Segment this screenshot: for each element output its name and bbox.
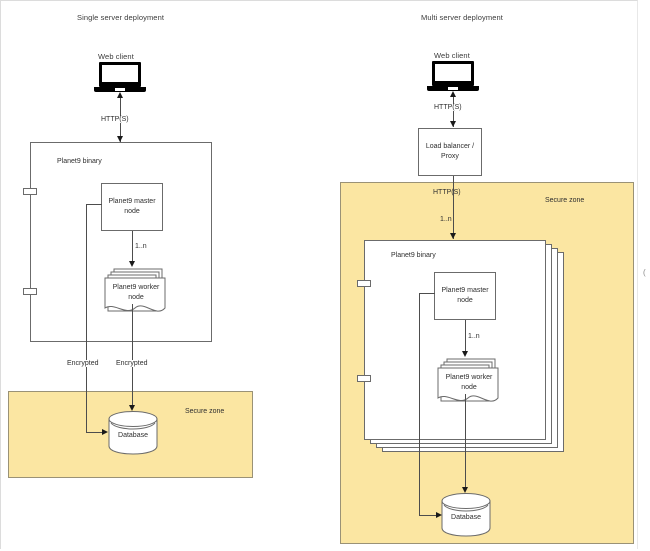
single-master-db-arrow	[102, 428, 108, 435]
multi-secure-zone-label: Secure zone	[545, 197, 585, 204]
single-master-db-vline	[86, 204, 87, 432]
multi-planet9-binary-label: Planet9 binary	[391, 252, 436, 259]
multi-master-db-hline	[419, 515, 437, 516]
single-binary-port-top	[23, 188, 37, 195]
single-worker-node: Planet9 worker node	[104, 264, 168, 316]
single-secure-zone-label: Secure zone	[185, 408, 225, 415]
multi-server-title: Multi server deployment	[421, 13, 503, 22]
multi-worker-node: Planet9 worker node	[437, 354, 501, 406]
multi-worker-node-label: Planet9 worker node	[445, 374, 493, 391]
load-balancer-node: Load balancer / Proxy	[418, 128, 482, 176]
multi-master-db-arrow	[436, 511, 442, 518]
single-worker-node-label: Planet9 worker node	[112, 284, 160, 301]
multi-lb-binary-count-label: 1..n	[440, 216, 452, 223]
multi-http-label-bottom: HTTP(S)	[433, 189, 461, 196]
multi-worker-db-arrow	[461, 487, 468, 493]
single-worker-db-arrow	[128, 405, 135, 411]
multi-http-arrow-up	[449, 91, 456, 97]
single-master-node-label: Planet9 master node	[108, 198, 156, 215]
single-database: Database	[108, 410, 158, 455]
multi-master-db-elbow	[419, 293, 435, 294]
multi-master-node-label: Planet9 master node	[441, 287, 489, 304]
single-master-db-elbow	[86, 204, 102, 205]
single-binary-port-bottom	[23, 288, 37, 295]
single-master-db-label: Encrypted	[66, 360, 100, 367]
single-master-worker-line	[132, 231, 133, 263]
laptop-icon	[427, 61, 479, 94]
multi-worker-db-line	[465, 394, 466, 489]
single-database-label: Database	[118, 432, 148, 439]
single-planet9-binary-label: Planet9 binary	[57, 158, 102, 165]
multi-master-worker-line	[465, 320, 466, 353]
multi-database-label: Database	[451, 514, 481, 521]
single-master-node: Planet9 master node	[101, 183, 163, 231]
multi-binary-port-top	[357, 280, 371, 287]
multi-master-node: Planet9 master node	[434, 272, 496, 320]
single-master-worker-label: 1..n	[135, 243, 147, 250]
clipped-edge-shape: (	[643, 268, 646, 277]
single-planet9-binary-container	[30, 142, 212, 342]
laptop-icon	[94, 62, 146, 95]
multi-master-worker-arrow	[461, 351, 468, 357]
multi-http-label-top: HTTP(S)	[432, 104, 464, 111]
single-server-title: Single server deployment	[77, 13, 165, 22]
single-worker-db-line	[132, 304, 133, 407]
single-http-label: HTTP(S)	[99, 116, 131, 123]
multi-master-worker-label: 1..n	[468, 333, 480, 340]
single-web-client-label: Web client	[98, 52, 134, 61]
multi-http-line-top	[453, 95, 454, 127]
single-master-db-hline	[86, 432, 103, 433]
multi-planet9-binary-container	[364, 240, 546, 440]
single-worker-db-label: Encrypted	[115, 360, 149, 367]
multi-lb-binary-arrow	[449, 233, 456, 239]
single-http-arrow-up	[116, 92, 123, 98]
multi-database: Database	[441, 492, 491, 537]
single-master-worker-arrow	[128, 261, 135, 267]
single-http-arrow-down	[116, 136, 123, 142]
multi-master-db-vline	[419, 293, 420, 515]
multi-lb-binary-line	[453, 176, 454, 239]
multi-binary-port-bottom	[357, 375, 371, 382]
multi-web-client-label: Web client	[434, 51, 470, 60]
multi-http-arrow-down	[449, 121, 456, 127]
load-balancer-label: Load balancer / Proxy	[425, 143, 475, 160]
